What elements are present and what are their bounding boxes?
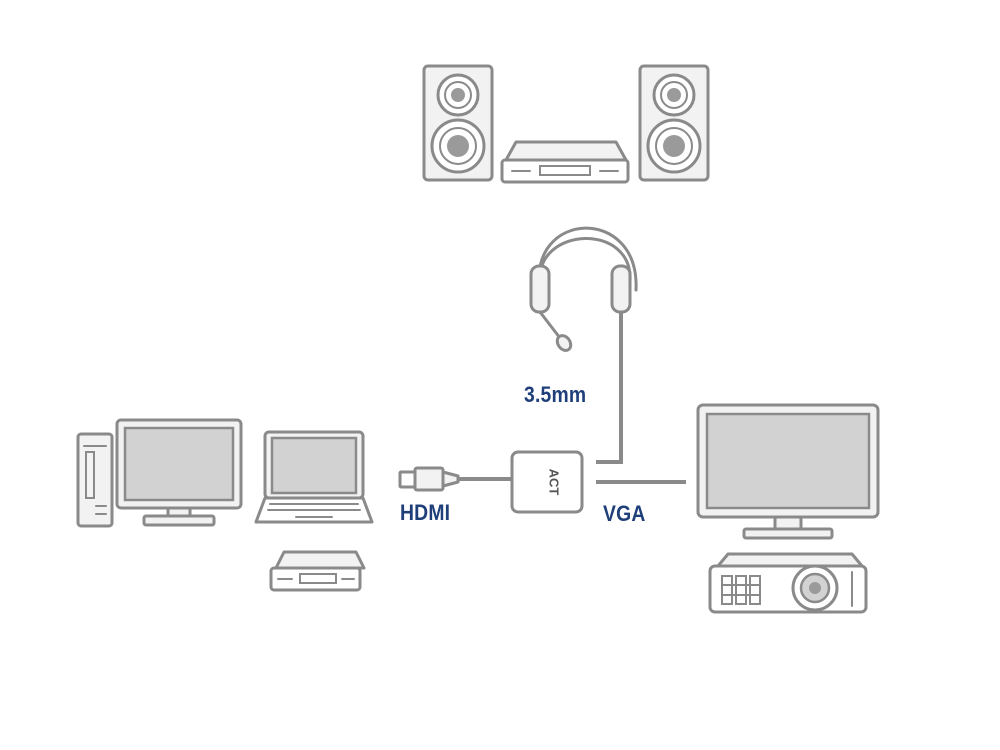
media-player-icon: [269, 550, 366, 592]
headset-icon: [529, 226, 638, 352]
output-monitor-icon: [696, 403, 880, 540]
label-3-5mm: 3.5mm: [524, 382, 587, 407]
label-vga: VGA: [603, 501, 646, 526]
laptop-icon: [254, 430, 374, 524]
speaker-left-icon: [422, 64, 494, 182]
audio-cable: [596, 312, 623, 464]
adapter-icon: ACT: [510, 450, 584, 514]
desktop-tower-icon: [76, 432, 114, 528]
speaker-right-icon: [638, 64, 710, 182]
adapter-logo: ACT: [547, 469, 562, 496]
desktop-monitor-icon: [115, 418, 243, 527]
label-hdmi: HDMI: [400, 500, 451, 525]
projector-icon: [708, 552, 868, 614]
hdmi-plug-icon: [398, 466, 460, 492]
amplifier-icon: [500, 140, 630, 184]
